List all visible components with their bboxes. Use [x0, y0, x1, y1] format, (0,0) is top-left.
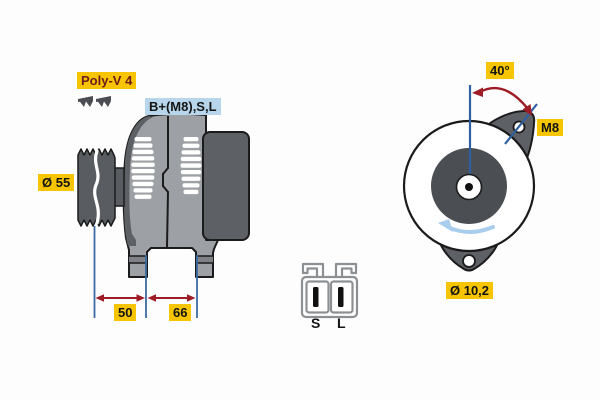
front-bracket-shade: [124, 116, 153, 246]
mounting-hole-diameter-label: Ø 10,2: [446, 282, 494, 299]
pulley-break-line: [93, 149, 100, 225]
terminal-label: B+(M8),S,L: [145, 98, 221, 115]
bolt-size-label: M8: [537, 119, 564, 136]
rotation-arrow-head: [438, 219, 453, 232]
dimension-arrow-50: [95, 294, 145, 302]
housing-parting-line: [162, 116, 170, 248]
connector-pin-slot-s: [313, 287, 319, 307]
extension-lines: [93, 226, 198, 318]
connector-pin-l-label: L: [337, 315, 346, 331]
vent-slots-front: [131, 137, 155, 199]
reference-line-angled: [504, 103, 538, 145]
dimension-arrow-66: [147, 294, 196, 302]
belt-profile-icon: [78, 96, 111, 107]
shaft-center-dot: [465, 183, 473, 191]
dimension-66-label: 66: [169, 304, 192, 321]
belt-type-label: Poly-V 4: [77, 72, 137, 89]
vent-slots-rear: [180, 137, 202, 195]
rear-view: [402, 85, 538, 272]
side-view: [77, 96, 250, 318]
angle-arc-arrow: [472, 86, 532, 116]
connector-plug: [300, 262, 359, 319]
dimension-50-label: 50: [114, 304, 137, 321]
mounting-angle-label: 40°: [486, 62, 514, 79]
connector-pin-slot-l: [338, 287, 344, 307]
pulley-diameter-label: Ø 55: [38, 174, 75, 191]
mounting-feet: [129, 255, 213, 264]
mounting-hole: [462, 254, 476, 268]
rear-housing-block: [202, 131, 250, 241]
connector-pin-s-label: S: [311, 315, 321, 331]
